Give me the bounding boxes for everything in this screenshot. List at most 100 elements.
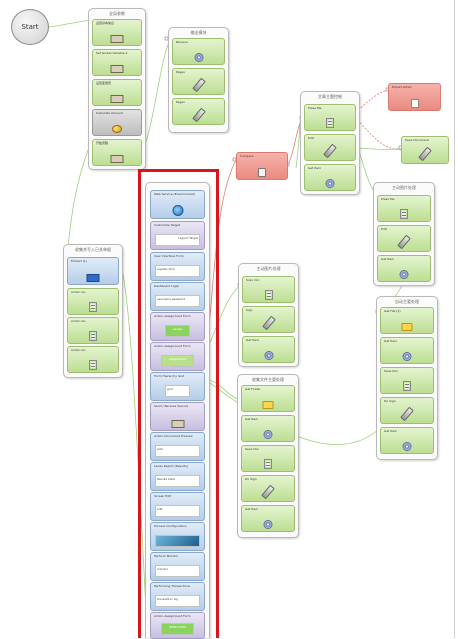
thumbnail-preview: SEND DATA xyxy=(161,623,194,635)
flow-item[interactable]: Performing Transactions transaction log xyxy=(150,582,205,611)
item-label: Save Document xyxy=(405,138,429,142)
disc-icon xyxy=(194,53,203,62)
panel-output-module[interactable]: 输出模块 Receive Pages Pages xyxy=(168,27,229,133)
flow-item[interactable]: Get Item xyxy=(241,505,295,532)
flow-item[interactable]: Action Go xyxy=(67,317,119,344)
item-label: Perform Monitor xyxy=(154,554,179,558)
flow-item[interactable]: Get Item xyxy=(380,337,434,364)
flow-item[interactable]: Process Configuration xyxy=(150,522,205,551)
panel-global-params[interactable]: 全局参数 设置基本信息 Set Global Variable 2 设置变量值 … xyxy=(88,8,146,170)
flow-item[interactable]: Save Doc xyxy=(241,445,295,472)
export-action-node[interactable]: Export Action xyxy=(388,83,441,111)
flow-item[interactable]: Screen Edit edit xyxy=(150,492,205,521)
monitor-icon xyxy=(110,95,124,103)
flow-item[interactable]: 设置变量值 xyxy=(92,79,142,106)
flow-item[interactable]: Action Assignment Form Assignment xyxy=(150,342,205,371)
compare-node[interactable]: Compare xyxy=(236,152,288,180)
item-label: Save Doc xyxy=(384,369,399,373)
disc-icon xyxy=(325,179,335,188)
panel-title: 主动图片处理 xyxy=(392,185,416,190)
panel-article-control[interactable]: 文章主题控制 Press file Edit Get Item xyxy=(300,91,360,195)
flow-item[interactable]: Calculate Amount xyxy=(92,109,142,136)
thumbnail-preview: Legend Target xyxy=(155,234,200,246)
flow-item[interactable]: Form Hierarchy Grid grid xyxy=(150,372,205,401)
panel-auto-process[interactable]: 自动主要处理 Get File (1) Get Item Save Doc Do… xyxy=(376,296,438,460)
save-document-node[interactable]: Save Document xyxy=(401,136,449,164)
flow-item[interactable]: Action Assignment Form SEND DATA xyxy=(150,612,205,639)
flow-item[interactable]: Send / Receive Service xyxy=(150,402,205,431)
thumbnail-preview: register form xyxy=(155,265,200,277)
pen-icon xyxy=(400,406,414,422)
flow-item[interactable]: Pages xyxy=(172,68,225,95)
pen-icon xyxy=(418,146,432,162)
item-label: Export Action xyxy=(392,85,413,89)
disc-icon xyxy=(402,352,412,361)
flow-item[interactable]: Action Go xyxy=(67,288,119,315)
doc-icon xyxy=(400,209,408,219)
item-label: Pages xyxy=(176,100,185,104)
flow-item[interactable]: Do Sign xyxy=(380,397,434,424)
item-label: Save Doc xyxy=(245,447,260,451)
panel-collect-files[interactable]: 收集文件主要处理 Get Folder Get Item Save Doc Do… xyxy=(237,374,299,538)
flow-item[interactable]: Pages xyxy=(172,98,225,125)
flow-item[interactable]: Action Go xyxy=(67,346,119,373)
item-label: Action Go xyxy=(71,319,86,323)
flow-item[interactable]: Set Global Variable 2 xyxy=(92,49,142,76)
item-label: 设置基本信息 xyxy=(96,21,115,25)
flow-item[interactable]: 开始流程 xyxy=(92,139,142,166)
flow-item[interactable]: Lanes Report (Results) Results table xyxy=(150,462,205,491)
panel-image-process[interactable]: 主动图片处理 Scan Doc Sign Get Item xyxy=(238,263,299,367)
folder-icon xyxy=(262,401,274,409)
item-label: Set Global Variable 2 xyxy=(96,51,128,55)
flow-item[interactable]: Get Item xyxy=(377,255,431,282)
item-label: Get Item xyxy=(245,507,259,511)
flow-item[interactable]: Web Service (Environment) xyxy=(150,190,205,219)
flow-item[interactable]: Press file xyxy=(304,104,356,131)
flow-item[interactable]: Edit xyxy=(304,134,356,161)
item-label: Extract (1) xyxy=(71,259,87,263)
doc-icon xyxy=(326,118,334,128)
start-node[interactable]: Start xyxy=(11,9,49,45)
coins-icon xyxy=(112,125,122,133)
pen-icon xyxy=(397,234,411,250)
disc-icon xyxy=(263,430,273,439)
flow-item[interactable]: User Interface Form register form xyxy=(150,252,205,281)
flow-item[interactable]: Action Document Preview Acts xyxy=(150,432,205,461)
flow-item[interactable]: Extract (1) xyxy=(67,257,119,285)
flow-item[interactable]: Save Doc xyxy=(380,367,434,394)
item-label: Do Sign xyxy=(245,477,257,481)
flow-item[interactable]: Edit xyxy=(377,225,431,252)
flow-item[interactable]: Get Item xyxy=(242,336,295,363)
flow-item[interactable]: Perform Monitor monitor xyxy=(150,552,205,581)
flow-item[interactable]: Customize Target Legend Target xyxy=(150,221,205,250)
flow-item[interactable]: Receive xyxy=(172,38,225,65)
thumbnail-preview xyxy=(155,535,200,547)
panel-image-process-2[interactable]: 主动图片处理 Press file Edit Get Item xyxy=(373,182,435,286)
folder-icon xyxy=(401,323,413,331)
monitor-icon xyxy=(86,274,100,282)
flow-item[interactable]: Scan Doc xyxy=(242,276,295,303)
item-label: Action Document Preview xyxy=(154,434,193,438)
panel-main-sequence[interactable]: Web Service (Environment) Customize Targ… xyxy=(145,182,210,639)
disc-icon xyxy=(402,442,412,451)
flow-item[interactable]: Get Item xyxy=(241,415,295,442)
item-label: Receive xyxy=(176,40,188,44)
flow-item[interactable]: 设置基本信息 xyxy=(92,19,142,46)
highlight-frame xyxy=(138,169,219,638)
flow-item[interactable]: Press file xyxy=(377,195,431,222)
flow-item[interactable]: Get File (1) xyxy=(380,307,434,334)
item-label: Calculate Amount xyxy=(96,111,123,115)
flow-item[interactable]: Dashboard Login username password xyxy=(150,282,205,311)
flow-item[interactable]: Do Sign xyxy=(241,475,295,502)
item-label: Press file xyxy=(381,197,395,201)
flow-item[interactable]: Get Item xyxy=(380,427,434,454)
panel-title: 输出模块 xyxy=(190,30,207,35)
flow-item[interactable]: Get Item xyxy=(304,164,356,191)
panel-collect-write[interactable]: 收集并写入已关单据 Extract (1) Action Go Action G… xyxy=(63,244,123,378)
thumbnail-preview: Acts xyxy=(155,445,200,457)
flow-item[interactable]: Get Folder xyxy=(241,385,295,412)
flow-item[interactable]: Sign xyxy=(242,306,295,333)
flow-item[interactable]: Action Assignment Form Assign xyxy=(150,312,205,341)
globe-icon xyxy=(172,205,183,216)
